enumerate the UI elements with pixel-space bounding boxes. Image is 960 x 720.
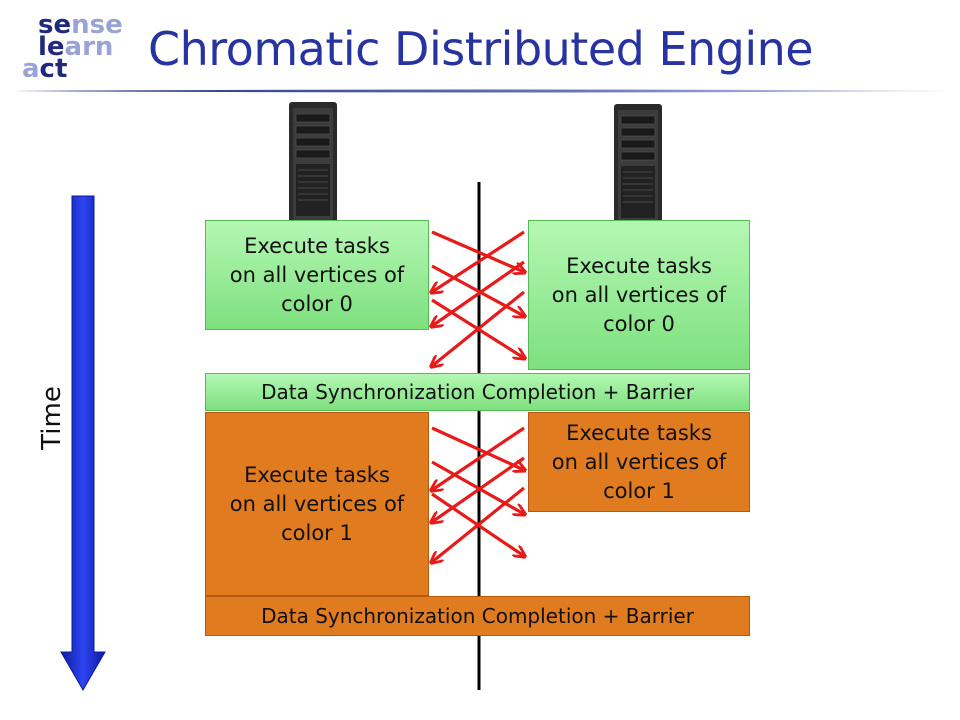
sync-arrow	[432, 290, 526, 366]
task-line: on all vertices of	[551, 282, 727, 307]
title-underline	[12, 89, 952, 93]
sense-learn-act-logo: sense learn act	[18, 12, 128, 86]
sync-arrow	[432, 486, 526, 562]
page-title: Chromatic Distributed Engine	[148, 22, 814, 76]
barrier-bar-color-0: Data Synchronization Completion + Barrie…	[205, 373, 750, 411]
task-line: Execute tasks	[244, 233, 390, 258]
barrier-bar-color-1: Data Synchronization Completion + Barrie…	[205, 596, 750, 636]
sync-arrow	[432, 230, 525, 292]
logo-text-ct: ct	[39, 54, 68, 84]
task-box-right-color-1: Execute tasks on all vertices of color 1	[528, 412, 750, 512]
task-line: on all vertices of	[551, 449, 727, 474]
task-line: color 1	[603, 478, 675, 503]
sync-arrow	[431, 460, 524, 514]
task-line: Execute tasks	[244, 462, 390, 487]
task-box-right-color-0: Execute tasks on all vertices of color 0	[528, 220, 750, 370]
sync-arrow	[432, 426, 525, 490]
task-line: color 1	[281, 520, 353, 545]
server-right-icon	[614, 104, 662, 232]
time-label: Time	[37, 386, 67, 450]
task-line: color 0	[603, 311, 675, 336]
sync-arrow	[432, 456, 525, 522]
task-box-left-color-0: Execute tasks on all vertices of color 0	[205, 220, 429, 330]
task-line: Execute tasks	[566, 253, 712, 278]
logo-text-a: a	[22, 54, 40, 84]
sync-arrow	[431, 426, 524, 470]
task-line: Execute tasks	[566, 420, 712, 445]
logo-text-arn: arn	[64, 32, 114, 62]
sync-arrow	[432, 260, 525, 326]
sync-arrow	[431, 264, 524, 316]
logo-text-se: se	[38, 10, 72, 40]
sync-arrow	[431, 230, 524, 272]
task-line: on all vertices of	[229, 262, 405, 287]
logo-text-nse: nse	[71, 10, 123, 40]
task-box-left-color-1: Execute tasks on all vertices of color 1	[205, 412, 429, 596]
time-arrow	[60, 195, 106, 691]
task-line: on all vertices of	[229, 491, 405, 516]
task-line: color 0	[281, 291, 353, 316]
logo-text-le: le	[38, 32, 65, 62]
server-left-icon	[289, 102, 337, 230]
